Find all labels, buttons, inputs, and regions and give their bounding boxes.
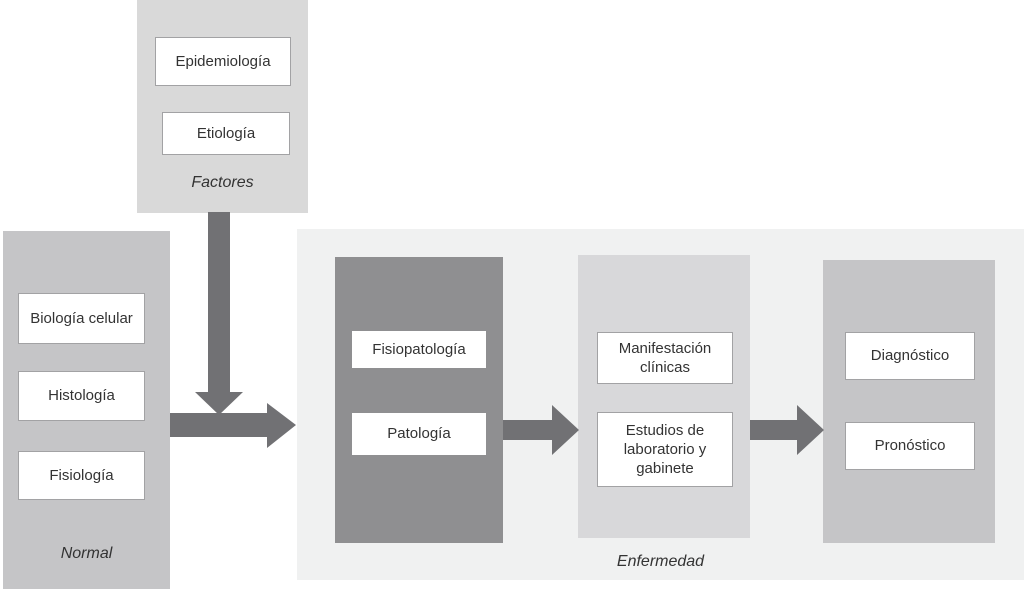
box-manifestacion-clinicas: Manifestación clínicas — [597, 332, 733, 384]
box-diagnostico: Diagnóstico — [845, 332, 975, 380]
diagnostico-panel: Diagnóstico Pronóstico — [823, 260, 995, 543]
box-patologia: Patología — [352, 413, 486, 455]
enfermedad-label: Enfermedad — [616, 553, 705, 570]
factores-label: Factores — [191, 174, 254, 191]
box-epidemiologia: Epidemiología — [155, 37, 291, 86]
box-fisiopatologia: Fisiopatología — [352, 331, 486, 368]
box-etiologia: Etiología — [162, 112, 290, 155]
manifestaciones-panel: Manifestación clínicas Estudios de labor… — [578, 255, 750, 538]
normal-label: Normal — [60, 545, 113, 562]
down-arrow-icon — [195, 212, 243, 415]
box-estudios-laboratorio: Estudios de laboratorio y gabinete — [597, 412, 733, 487]
factores-panel: Epidemiología Etiología Factores — [137, 0, 308, 213]
normal-panel: Biología celular Histología Fisiología N… — [3, 231, 170, 589]
right-arrow-normal-icon — [170, 403, 296, 448]
box-fisiologia: Fisiología — [18, 451, 145, 500]
enfermedad-region: Fisiopatología Patología Manifestación c… — [297, 229, 1024, 580]
fisiopatologia-panel: Fisiopatología Patología — [335, 257, 503, 543]
box-pronostico: Pronóstico — [845, 422, 975, 470]
box-histologia: Histología — [18, 371, 145, 421]
box-biologia-celular: Biología celular — [18, 293, 145, 344]
